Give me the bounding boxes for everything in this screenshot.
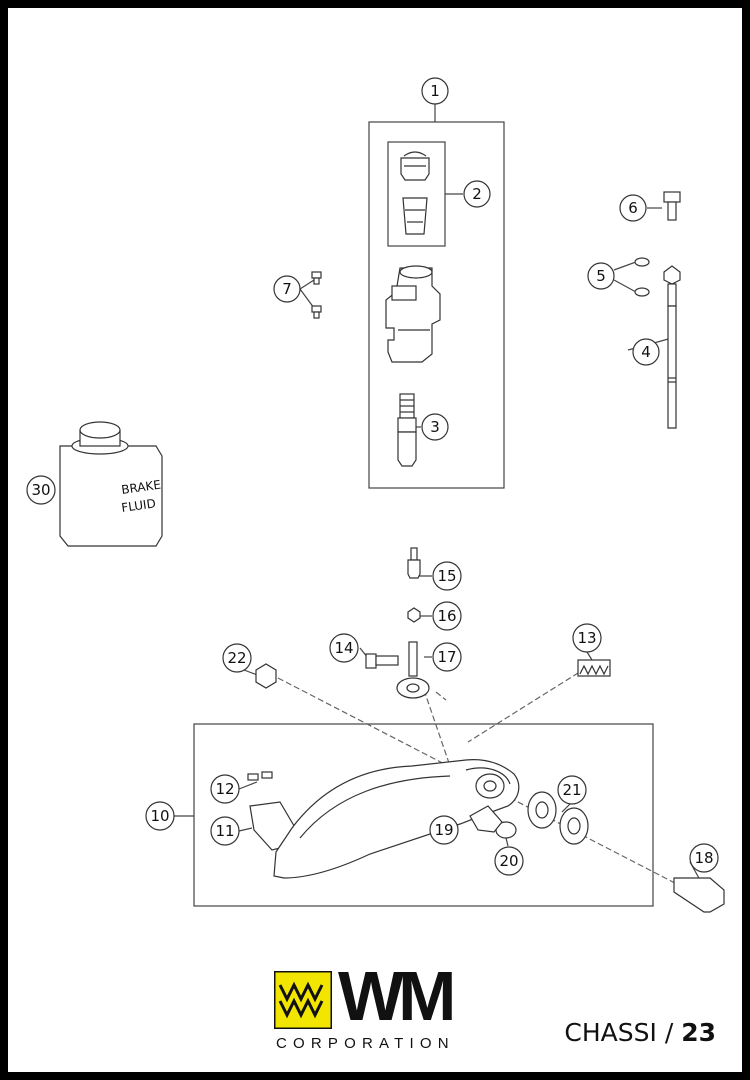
- parts-diagram-page: BRAKE FLUID: [8, 8, 742, 1072]
- callout-16: 16: [432, 601, 462, 631]
- callout-label: 5: [596, 267, 606, 285]
- callout-30: 30: [26, 475, 56, 505]
- callout-4: 4: [632, 338, 660, 366]
- master-cylinder-parts: [385, 151, 441, 467]
- callout-5: 5: [587, 262, 615, 290]
- callout-13: 13: [572, 623, 602, 653]
- callout-label: 19: [434, 821, 453, 839]
- callout-label: 14: [334, 639, 353, 657]
- callout-label: 12: [215, 780, 234, 798]
- page-label: CHASSI / 23: [564, 1018, 716, 1047]
- callout-7: 7: [273, 275, 301, 303]
- callout-15: 15: [432, 561, 462, 591]
- wm-logo-mark-icon: [274, 971, 332, 1029]
- callout-label: 17: [437, 648, 456, 666]
- brake-pedal-parts: [247, 547, 725, 913]
- callouts: 1 2 3 4 5 6 7 10 11 12 13 14 15 16 17 18…: [26, 77, 719, 876]
- callout-19: 19: [429, 815, 459, 845]
- callout-label: 1: [430, 82, 440, 100]
- brake-fluid-can: BRAKE FLUID: [59, 421, 163, 547]
- callout-6: 6: [619, 194, 647, 222]
- callout-12: 12: [210, 774, 240, 804]
- callout-20: 20: [494, 846, 524, 876]
- section-name: CHASSI /: [564, 1018, 674, 1047]
- callout-label: 4: [641, 343, 651, 361]
- exploded-parts-diagram: BRAKE FLUID: [26, 77, 725, 913]
- callout-label: 16: [437, 607, 456, 625]
- callout-10: 10: [145, 801, 175, 831]
- brake-hose-parts: [311, 191, 681, 429]
- callout-1: 1: [421, 77, 449, 105]
- brand-subtitle: CORPORATION: [276, 1035, 455, 1052]
- callout-18: 18: [689, 843, 719, 873]
- callout-label: 22: [227, 649, 246, 667]
- callout-21: 21: [557, 775, 587, 805]
- callout-label: 13: [577, 629, 596, 647]
- callout-label: 20: [499, 852, 518, 870]
- callout-2: 2: [463, 180, 491, 208]
- callout-label: 7: [282, 280, 292, 298]
- callout-14: 14: [329, 633, 359, 663]
- brake-pedal-group-box: [193, 723, 654, 907]
- callout-label: 15: [437, 567, 456, 585]
- callout-label: 11: [215, 822, 234, 840]
- callout-label: 18: [694, 849, 713, 867]
- callout-3: 3: [421, 413, 449, 441]
- callout-label: 6: [628, 199, 638, 217]
- callout-11: 11: [210, 816, 240, 846]
- callout-label: 30: [31, 481, 50, 499]
- callout-label: 3: [430, 418, 440, 436]
- page-number: 23: [681, 1018, 716, 1047]
- brand-wordmark: WM: [338, 957, 456, 1035]
- can-label-line-1: BRAKE: [120, 478, 161, 497]
- callout-label: 21: [562, 781, 581, 799]
- callout-label: 2: [472, 185, 482, 203]
- callout-17: 17: [432, 642, 462, 672]
- callout-22: 22: [222, 643, 252, 673]
- callout-label: 10: [150, 807, 169, 825]
- wm-corporation-logo: WM CORPORATION: [274, 957, 514, 1058]
- can-label-line-2: FLUID: [120, 496, 156, 515]
- master-cylinder-group-box: [368, 121, 505, 489]
